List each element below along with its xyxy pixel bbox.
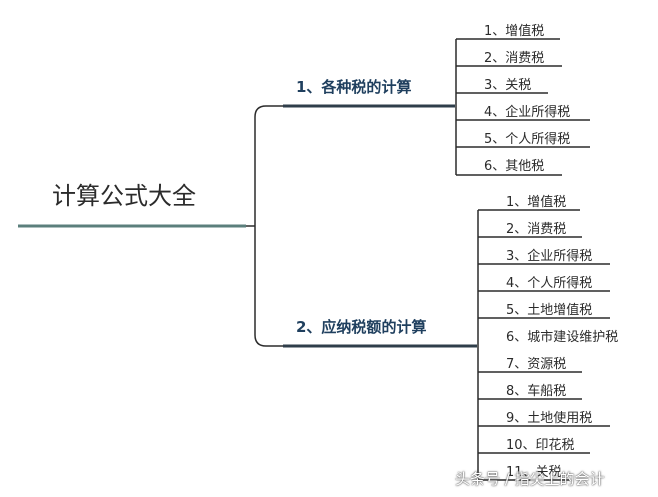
b2-leaf-11: 11、关税 <box>506 465 562 480</box>
branch-2-label: 2、应纳税额的计算 <box>296 318 427 336</box>
b1-leaf-2: 2、消费税 <box>484 51 545 66</box>
root-title: 计算公式大全 <box>52 182 196 210</box>
b2-leaf-3: 3、企业所得税 <box>506 249 593 264</box>
b2-leaf-9: 9、土地使用税 <box>506 411 593 426</box>
trunk-lower <box>254 226 283 347</box>
branch-1-label: 1、各种税的计算 <box>296 78 412 96</box>
b2-leaf-10: 10、印花税 <box>506 438 575 453</box>
trunk-upper <box>254 105 283 226</box>
b1-leaf-4: 4、企业所得税 <box>484 105 571 120</box>
b1-leaf-1: 1、增值税 <box>484 24 545 39</box>
b2-leaf-7: 7、资源税 <box>506 357 567 372</box>
b2-leaf-6: 6、城市建设维护税 <box>506 330 619 345</box>
b1-leaf-5: 5、个人所得税 <box>484 132 571 147</box>
b1-leaf-6: 6、其他税 <box>484 159 545 174</box>
b2-leaf-1: 1、增值税 <box>506 195 567 210</box>
b2-leaf-5: 5、土地增值税 <box>506 303 593 318</box>
b2-leaf-2: 2、消费税 <box>506 222 567 237</box>
b1-leaf-3: 3、关税 <box>484 78 532 93</box>
watermark: 头条号 / 指尖上的会计 <box>455 470 605 488</box>
b2-leaf-4: 4、个人所得税 <box>506 276 593 291</box>
b2-leaf-8: 8、车船税 <box>506 384 567 399</box>
